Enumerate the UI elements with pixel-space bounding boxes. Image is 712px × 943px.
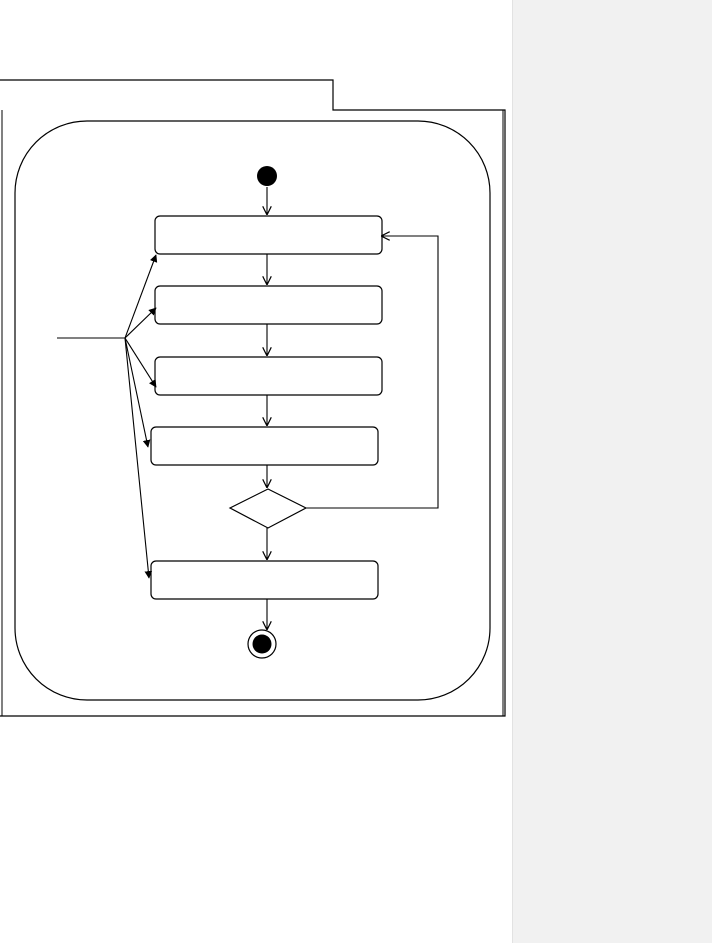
final-node bbox=[247, 629, 277, 659]
fan-edge-to-action-3 bbox=[124, 337, 157, 388]
initial-node bbox=[257, 166, 277, 186]
document-page bbox=[0, 79, 506, 717]
fan-edge-to-action-2 bbox=[124, 307, 157, 339]
activity-diagram bbox=[0, 79, 506, 717]
frame-border bbox=[0, 79, 506, 717]
action-node-1 bbox=[154, 215, 383, 255]
decision-node bbox=[228, 488, 308, 529]
action-node-5 bbox=[150, 560, 379, 600]
action-node-4 bbox=[150, 426, 379, 466]
loop-back-edge bbox=[306, 236, 439, 509]
comment-pane-heading bbox=[513, 0, 712, 12]
fan-edge-to-action-1 bbox=[124, 254, 158, 339]
activity-boundary bbox=[14, 120, 491, 701]
action-node-2 bbox=[154, 285, 383, 325]
fan-edge-to-action-5 bbox=[124, 337, 153, 579]
comment-pane bbox=[512, 0, 712, 943]
fan-edge-to-action-4 bbox=[124, 337, 151, 448]
action-node-3 bbox=[154, 356, 383, 396]
